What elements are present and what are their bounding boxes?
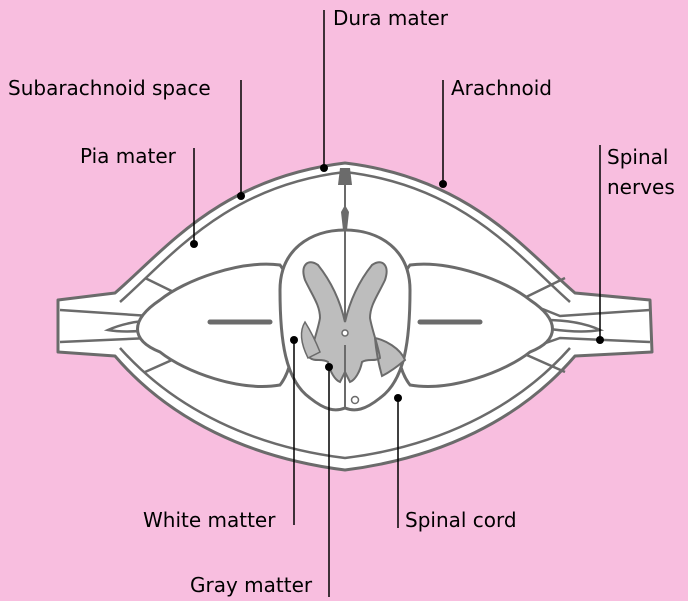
gray-matter-label: Gray matter <box>190 575 312 595</box>
white-matter-label: White matter <box>143 510 275 530</box>
dura-mater-label: Dura mater <box>333 8 448 28</box>
arachnoid-label: Arachnoid <box>451 78 552 98</box>
spinal-nerves-label: Spinal nerves <box>607 142 687 202</box>
subarachnoid-space-label: Subarachnoid space <box>8 78 211 98</box>
pia-mater-label: Pia mater <box>80 146 176 166</box>
spinal-cord-label: Spinal cord <box>405 510 517 530</box>
spinal-nerves-label-line2: nerves <box>607 172 687 202</box>
spinal-nerves-label-line1: Spinal <box>607 142 687 172</box>
